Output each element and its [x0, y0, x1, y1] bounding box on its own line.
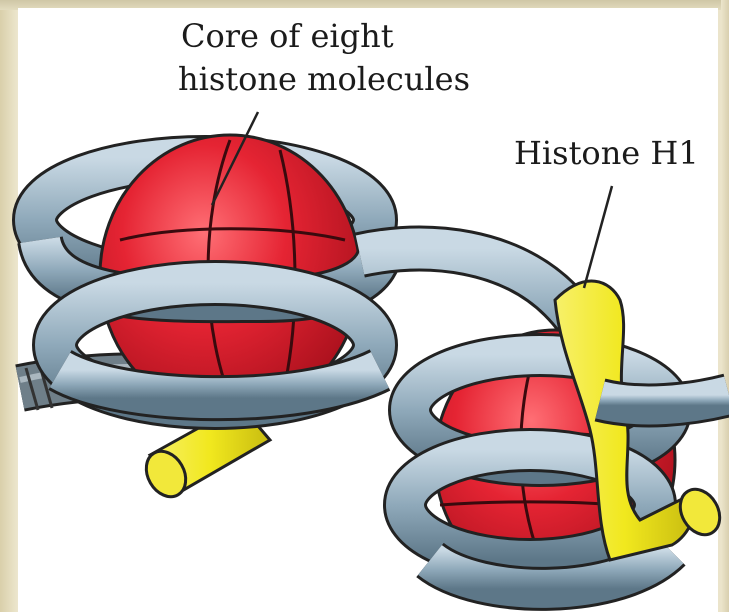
label-core-line2: histone molecules [178, 60, 470, 98]
label-histone-h1: Histone H1 [514, 134, 699, 172]
dna-strand-right-exit [600, 395, 729, 405]
leader-line-h1 [584, 186, 612, 288]
label-core-line1: Core of eight [181, 17, 394, 55]
